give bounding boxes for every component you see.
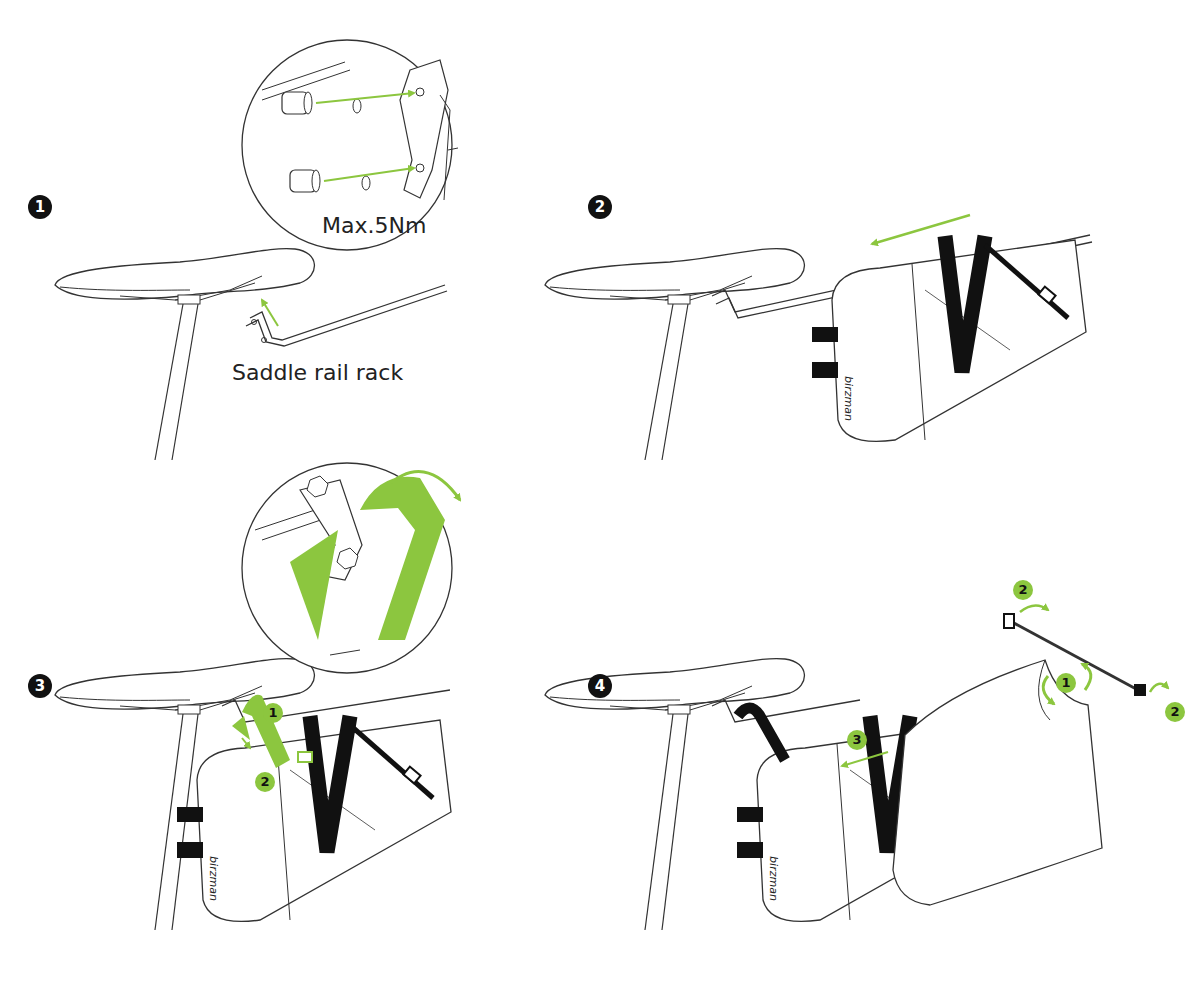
brand-logo: birzman: [841, 376, 854, 421]
callout-number: 1: [1056, 673, 1076, 693]
step-3-drawing: [55, 463, 460, 930]
part-label: Saddle rail rack: [232, 360, 403, 385]
callout-number: 2: [1013, 580, 1033, 600]
brand-logo: birzman: [766, 856, 779, 901]
step-number: 3: [28, 674, 52, 698]
step-number: 4: [588, 674, 612, 698]
step-number: 2: [588, 195, 612, 219]
step-2-drawing: [545, 215, 1092, 460]
callout-number: 1: [263, 703, 283, 723]
callout-number: 2: [1165, 702, 1185, 722]
callout-number: 2: [255, 772, 275, 792]
step-number: 1: [28, 195, 52, 219]
step-1-drawing: [55, 40, 458, 460]
step-4-drawing: [545, 605, 1168, 930]
callout-number: 3: [847, 730, 867, 750]
brand-logo: birzman: [206, 856, 219, 901]
part-label: Max.5Nm: [322, 213, 426, 238]
